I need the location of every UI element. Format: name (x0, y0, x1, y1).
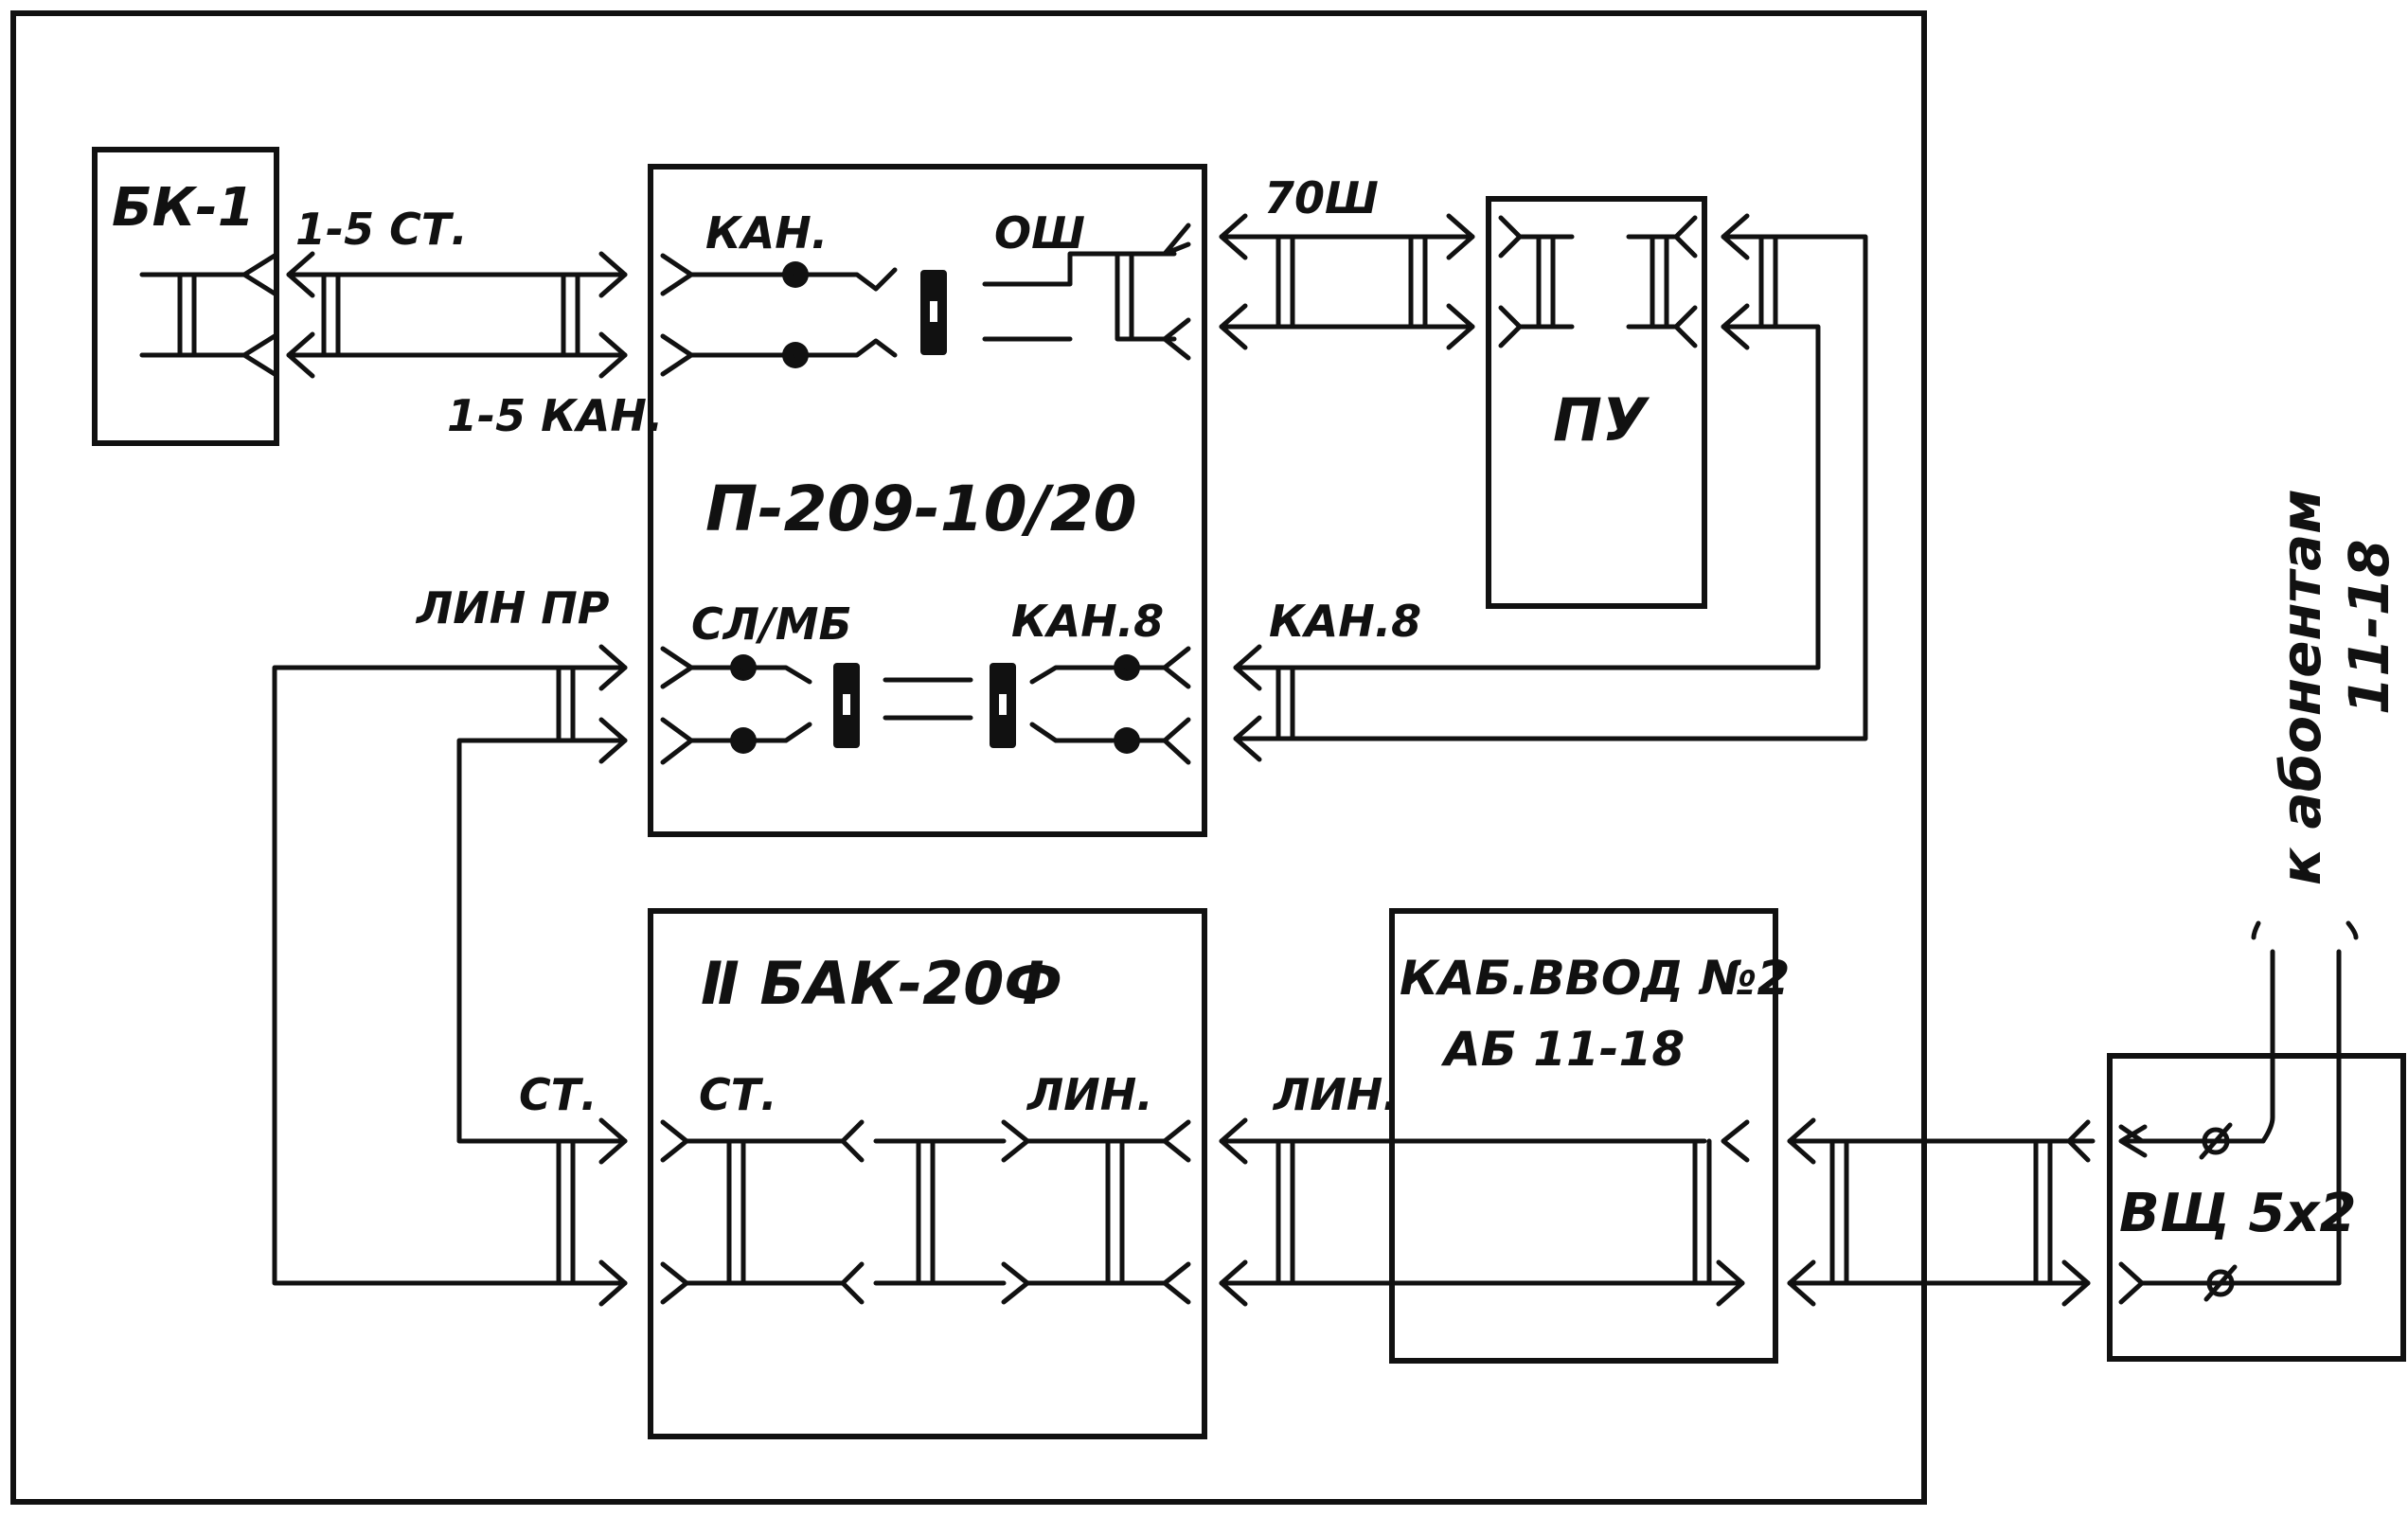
block-pu: ПУ (1486, 196, 1707, 609)
block-bk1-label: БК-1 (112, 177, 255, 239)
label-lin-out: ЛИН. (1272, 1069, 1400, 1120)
link-pu-kan8: КАН.8 (1233, 213, 1868, 762)
label-st-inner: СТ. (699, 1069, 777, 1120)
outer-frame (10, 10, 1927, 1505)
label-osh: ОШ (994, 207, 1085, 259)
link-kab-vshch (1787, 1117, 2096, 1307)
link-lin-pr: ЛИН ПР СТ. (272, 582, 628, 1307)
subscriber-note-line2: 11-18 (2337, 540, 2401, 716)
label-kan: КАН. (705, 207, 828, 259)
block-pu-label: ПУ (1553, 385, 1650, 455)
label-lin-pr: ЛИН ПР (415, 582, 610, 634)
block-vshch: ВЩ 5х2 (2107, 920, 2406, 1362)
block-kab-label-2: АБ 11-18 (1440, 1022, 1685, 1077)
label-sl-mb: СЛ/МБ (691, 598, 852, 650)
block-vshch-label: ВЩ 5х2 (2119, 1183, 2356, 1244)
link-p209-pu: 70Ш (1219, 172, 1475, 350)
link-bk1-p209: 1-5 СТ. 1-5 КАН. (286, 204, 663, 441)
block-p209: П-209-10/20 КАН. ОШ СЛ/МБ КАН.8 (648, 164, 1207, 837)
block-bak-label: Ⅱ БАК-20Ф (701, 949, 1062, 1018)
link-bak-kab: ЛИН. (1219, 1069, 1750, 1307)
label-kan8-outer: КАН.8 (1269, 596, 1421, 647)
label-70sh: 70Ш (1264, 172, 1379, 223)
block-kab-vvod: КАБ.ВВОД №2 АБ 11-18 (1389, 908, 1790, 1364)
block-bk1: БК-1 (92, 147, 279, 446)
label-kan8-inner: КАН.8 (1011, 596, 1164, 647)
block-bak: Ⅱ БАК-20Ф СТ. ЛИН. (648, 908, 1207, 1439)
block-kab-label-1: КАБ.ВВОД №2 (1400, 951, 1790, 1006)
label-st-left: СТ. (519, 1069, 598, 1120)
block-p209-label: П-209-10/20 (705, 473, 1137, 545)
label-kan-1-5: 1-5 КАН. (447, 390, 663, 441)
subscriber-note-line1: к абонентам (2269, 489, 2333, 885)
subscriber-note: к абонентам 11-18 (2269, 489, 2401, 885)
label-st-1-5: 1-5 СТ. (295, 204, 468, 255)
label-lin-inner: ЛИН. (1026, 1069, 1153, 1120)
